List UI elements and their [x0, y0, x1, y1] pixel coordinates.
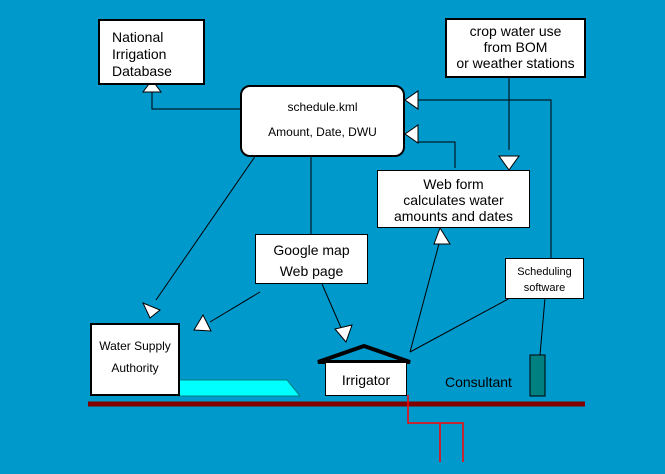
node-crop-water-use[interactable]: crop water use from BOM or weather stati…	[445, 18, 586, 78]
link-schedule-to-nid	[151, 90, 243, 110]
link-schedule-to-wsa	[155, 154, 257, 301]
arrowhead-webform-from-irrigator	[433, 226, 451, 245]
wsa-line-1: Water Supply	[99, 339, 171, 353]
link-webform-to-schedule	[418, 141, 456, 168]
arrowhead-wsa-from-googlemap	[193, 313, 212, 332]
cropwater-line-2: from BOM	[483, 39, 548, 55]
nid-line-3: Database	[112, 63, 172, 79]
node-schedule-kml[interactable]: schedule.kml Amount, Date, DWU	[240, 85, 405, 157]
arrowhead-schedule-from-scheduling	[404, 90, 419, 110]
schedule-title: schedule.kml	[287, 100, 358, 114]
irrigator-label: Irrigator	[341, 372, 391, 388]
water-channel	[177, 379, 302, 397]
scheduling-line-1: Scheduling	[517, 266, 572, 278]
webform-line-1: Web form	[423, 176, 484, 192]
arrowhead-wsa-from-schedule	[142, 302, 161, 319]
nid-line-1: National	[112, 29, 164, 45]
arrowhead-irrigator-from-googlemap	[334, 324, 353, 343]
scheduling-line-2: software	[523, 282, 566, 294]
cropwater-line-1: crop water use	[469, 23, 562, 39]
node-water-supply-authority[interactable]: Water Supply Authority	[90, 323, 180, 396]
link-googlemap-to-irrigator	[321, 283, 343, 331]
consultant-label: Consultant	[445, 374, 512, 390]
cropwater-line-3: or weather stations	[456, 55, 575, 71]
node-google-map-web-page[interactable]: Google map Web page	[255, 234, 368, 284]
link-scheduling-to-irrigator	[409, 297, 511, 353]
link-googlemap-to-wsa	[209, 291, 261, 323]
googlemap-line-2: Web page	[279, 263, 344, 279]
node-scheduling-software[interactable]: Scheduling software	[505, 258, 584, 299]
node-irrigator[interactable]: Irrigator	[325, 362, 407, 396]
link-scheduling-to-schedule	[418, 99, 552, 258]
nid-line-2: Irrigation	[112, 46, 167, 62]
irrigator-house-roof	[317, 343, 411, 364]
googlemap-line-1: Google map	[273, 242, 350, 258]
arrowhead-nid	[142, 79, 162, 93]
arrowhead-schedule-from-webform	[404, 124, 419, 144]
arrowhead-webform-from-cropwater	[498, 155, 520, 171]
node-national-irrigation-database[interactable]: National Irrigation Database	[98, 19, 205, 85]
consultant-post	[529, 354, 546, 397]
irrigation-pipes	[407, 395, 464, 462]
schedule-subtitle: Amount, Date, DWU	[268, 125, 377, 139]
wsa-line-2: Authority	[111, 361, 159, 375]
webform-line-2: calculates water	[403, 192, 504, 208]
webform-line-3: amounts and dates	[393, 208, 514, 224]
link-irrigator-to-webform	[409, 239, 441, 353]
node-web-form[interactable]: Web form calculates water amounts and da…	[377, 170, 530, 228]
link-scheduling-to-consultant	[539, 297, 546, 356]
